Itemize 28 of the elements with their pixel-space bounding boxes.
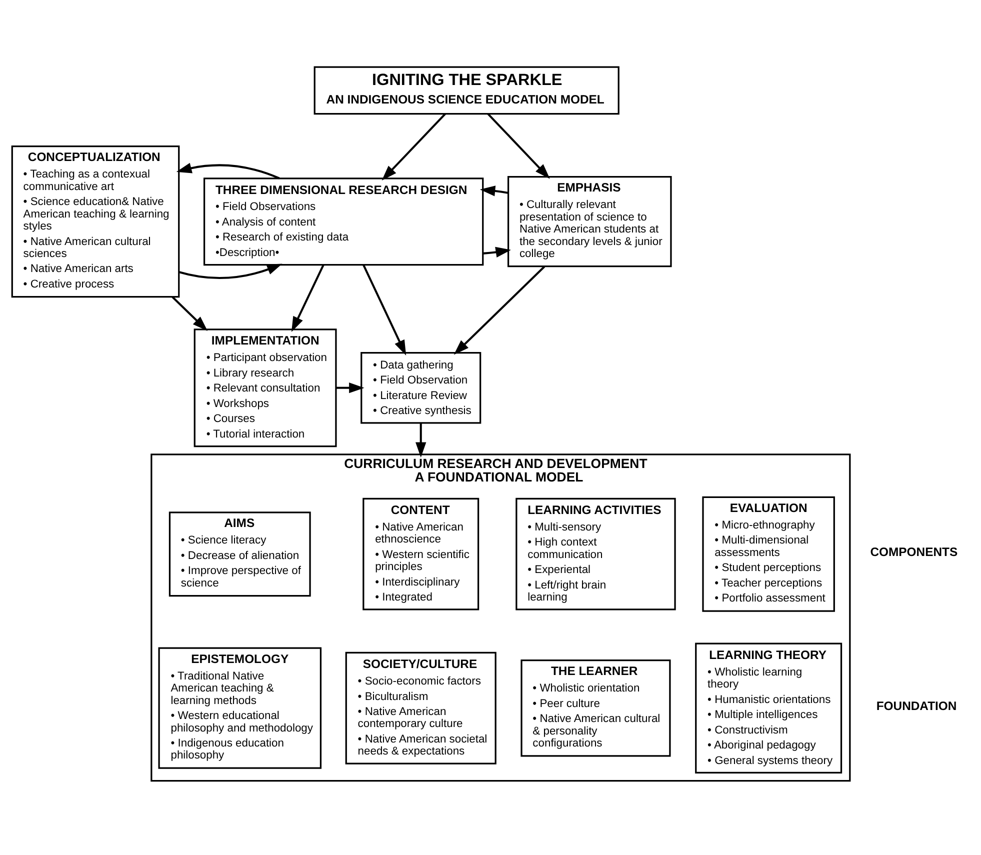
node-box: CONCEPTUALIZATION • Teaching as a contexual communicative art • Science education& Native American teaching & learning styles • Native American cultural sciences • Native American arts • Creative process — [11, 145, 180, 298]
node-box: THE LEARNER • Wholistic orientation • Peer culture • Native American cultural & personality configurations — [520, 659, 671, 756]
arrow — [454, 265, 546, 354]
arrow — [416, 422, 426, 458]
node-box: LEARNING THEORY • Wholistic learning theory • Humanistic orientations • Multiple intelligences • Constructivism • Aboriginal pedagogy • General systems theory — [695, 642, 842, 773]
arrow — [480, 185, 508, 196]
node-box: EVALUATION • Micro-ethnography • Multi-dimensional assessments • Student perceptions • Teacher perceptions • Portfolio assessment — [702, 496, 835, 612]
node-box: AIMS • Science literacy • Decrease of alienation • Improve perspective of science — [168, 511, 311, 596]
arrow — [172, 296, 208, 331]
arrow — [382, 112, 446, 180]
node-box: EMPHASIS • Culturally relevant presentation of science to Native American students at the secondary levels & junior college — [507, 176, 672, 267]
node-box: IGNITING THE SPARKLE AN INDIGENOUS SCIENCE EDUCATION MODEL — [314, 66, 620, 114]
node-box: IMPLEMENTATION • Participant observation • Library research • Relevant consultation • Workshops • Courses • Tutorial interaction — [194, 328, 337, 447]
arrow — [336, 382, 364, 393]
arrow — [291, 264, 324, 332]
node-box: EPISTEMOLOGY • Traditional Native American teaching & learning methods • Western educational philosophy and methodology • Indigenous education philosophy — [158, 646, 322, 768]
arrow — [179, 263, 282, 279]
node-box: THREE DIMENSIONAL RESEARCH DESIGN • Field Observations • Analysis of content • Research of existing data •Description• — [203, 177, 484, 266]
arrow — [176, 162, 280, 179]
arrow — [362, 264, 406, 355]
node-box: SOCIETY/CULTURE • Socio-economic factors • Biculturalism • Native American contemporary culture • Native American societal needs & expectations — [345, 651, 496, 764]
label: FOUNDATION — [876, 698, 957, 713]
node-box: • Data gathering • Field Observation • Literature Review • Creative synthesis — [360, 351, 482, 424]
label: COMPONENTS — [870, 544, 958, 559]
arrow — [487, 112, 550, 178]
node-box: CONTENT • Native American ethnoscience • Western scientific principles • Interdisciplinary • Integrated — [362, 497, 480, 610]
node-box: LEARNING ACTIVITIES • Multi-sensory • High context communication • Experiental • Left/right brain learning — [516, 497, 676, 610]
arrow — [482, 246, 511, 257]
